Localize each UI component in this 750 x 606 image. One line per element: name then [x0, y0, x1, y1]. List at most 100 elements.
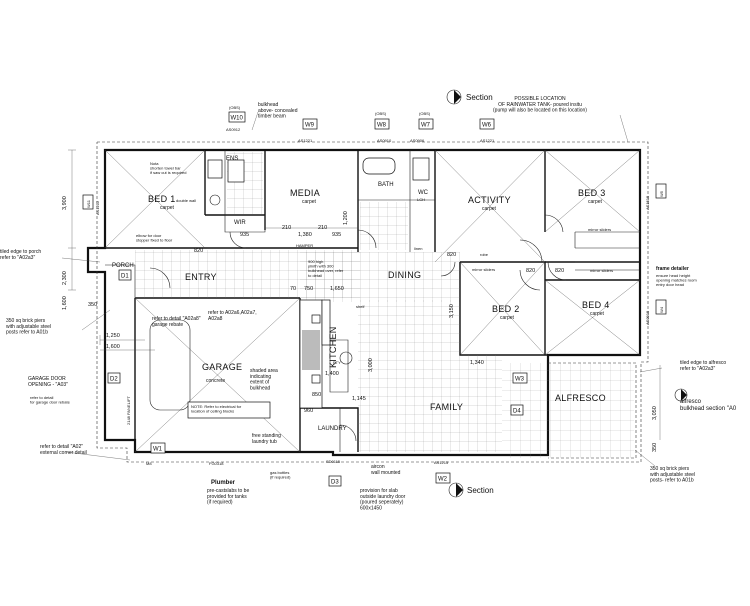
room-wc: WC: [418, 190, 429, 196]
room-entry: ENTRY: [185, 272, 217, 282]
svg-text:W7: W7: [421, 123, 431, 129]
svg-text:FG0318: FG0318: [209, 461, 224, 466]
door-swings: [149, 214, 567, 442]
leader-lines: [61, 111, 663, 467]
room-laundry: LAUNDRY: [318, 426, 347, 432]
svg-text:AS1215: AS1215: [434, 460, 449, 465]
svg-text:W9: W9: [305, 123, 315, 129]
svg-text:3,150: 3,150: [449, 304, 455, 318]
svg-text:W11: W11: [86, 199, 91, 208]
tag-w5: W5: [655, 183, 667, 199]
room-wir: WIR: [234, 220, 246, 226]
note-frame-detailer: frame detailer: [656, 266, 689, 272]
tag-w11: W11: [82, 194, 94, 210]
room-alfresco: ALFRESCO: [555, 393, 606, 403]
note-external-corner: refer to detail "A02"external corner det…: [40, 444, 87, 456]
room-labels: BED 1 carpet MEDIA carpet ACTIVITY carpe…: [112, 156, 610, 432]
svg-text:960: 960: [304, 408, 313, 414]
svg-text:820: 820: [447, 252, 456, 258]
dimension-lines: [68, 149, 661, 440]
svg-text:1,400: 1,400: [325, 371, 339, 377]
svg-text:2148 PANELIFT: 2148 PANELIFT: [126, 396, 131, 425]
note-mirror-sliders-1: mirror sliders: [588, 227, 611, 232]
note-garage-rebate: refer to detail "A02a8"garage rebate: [152, 316, 201, 328]
tag-w1: W1: [150, 442, 166, 454]
tag-w6: W6: [479, 118, 495, 130]
svg-text:AS1515: AS1515: [645, 195, 650, 210]
svg-text:W6: W6: [482, 123, 492, 129]
bed4-cross: [544, 279, 641, 356]
room-bed1: BED 1: [148, 194, 176, 204]
svg-text:W1: W1: [153, 447, 163, 453]
svg-text:Section: Section: [467, 486, 494, 495]
note-hamper: HAMPER: [296, 243, 313, 248]
svg-text:1,340: 1,340: [470, 360, 484, 366]
svg-text:1,600: 1,600: [62, 296, 68, 310]
svg-text:210: 210: [282, 225, 291, 231]
tag-d3: D3: [328, 475, 342, 487]
room-bed4: BED 4: [582, 300, 610, 310]
svg-text:D4: D4: [513, 409, 521, 415]
svg-text:AS0915: AS0915: [645, 310, 650, 325]
svg-text:3,000: 3,000: [368, 358, 374, 372]
section-top: Section: [446, 89, 493, 105]
finish-activity: carpet: [482, 206, 497, 212]
svg-text:AS1221: AS1221: [480, 138, 495, 143]
window-tags: W10 (OBS) W9 W8 (OBS) W7 (OBS) W6 W11 W5: [82, 105, 667, 487]
svg-text:(OBS): (OBS): [229, 105, 241, 110]
svg-text:SD0115: SD0115: [326, 459, 341, 464]
note-refer-a02a6: refer to A02a6,A02a7,A02a8: [208, 310, 257, 322]
room-bed3: BED 3: [578, 188, 606, 198]
svg-text:1,250: 1,250: [106, 333, 120, 339]
svg-text:1,650: 1,650: [330, 286, 344, 292]
svg-text:D3: D3: [331, 480, 339, 486]
svg-text:AS0910: AS0910: [377, 138, 392, 143]
finish-media: carpet: [302, 199, 317, 205]
tag-d4: D4: [510, 404, 524, 416]
room-lch: LCH: [417, 197, 425, 202]
finish-bed1: carpet: [160, 205, 175, 211]
svg-text:(OBS): (OBS): [375, 111, 387, 116]
svg-text:AS1212: AS1212: [95, 200, 100, 215]
note-electrical-box: [187, 401, 271, 419]
room-kitchen: KITCHEN: [328, 326, 338, 368]
bed3-cross: [544, 149, 641, 233]
room-dining: DINING: [388, 270, 421, 280]
room-linen: linen: [414, 246, 422, 251]
opening-codes: AS0912 AS1221 AS0910 AS0906 AS1221 AS121…: [95, 127, 650, 466]
svg-text:AS1221: AS1221: [298, 138, 313, 143]
svg-text:1,380: 1,380: [298, 232, 312, 238]
room-activity: ACTIVITY: [468, 195, 511, 205]
svg-text:W8: W8: [377, 123, 387, 129]
svg-text:350: 350: [652, 443, 658, 452]
tag-d1: D1: [118, 269, 132, 281]
garage-cross: [134, 297, 301, 453]
svg-text:1,600: 1,600: [106, 344, 120, 350]
tag-w9: W9: [302, 118, 318, 130]
kitchen-bench: [299, 299, 353, 409]
room-pty: PTY: [333, 360, 341, 365]
svg-text:935: 935: [240, 232, 249, 238]
svg-text:W5: W5: [659, 190, 664, 197]
svg-text:1,145: 1,145: [352, 396, 366, 402]
svg-text:M8: M8: [146, 461, 152, 466]
svg-text:820: 820: [555, 268, 564, 274]
svg-text:Section: Section: [466, 93, 493, 102]
finish-garage: concrete: [206, 378, 225, 384]
room-bath: BATH: [378, 182, 394, 188]
walls: [86, 141, 649, 463]
